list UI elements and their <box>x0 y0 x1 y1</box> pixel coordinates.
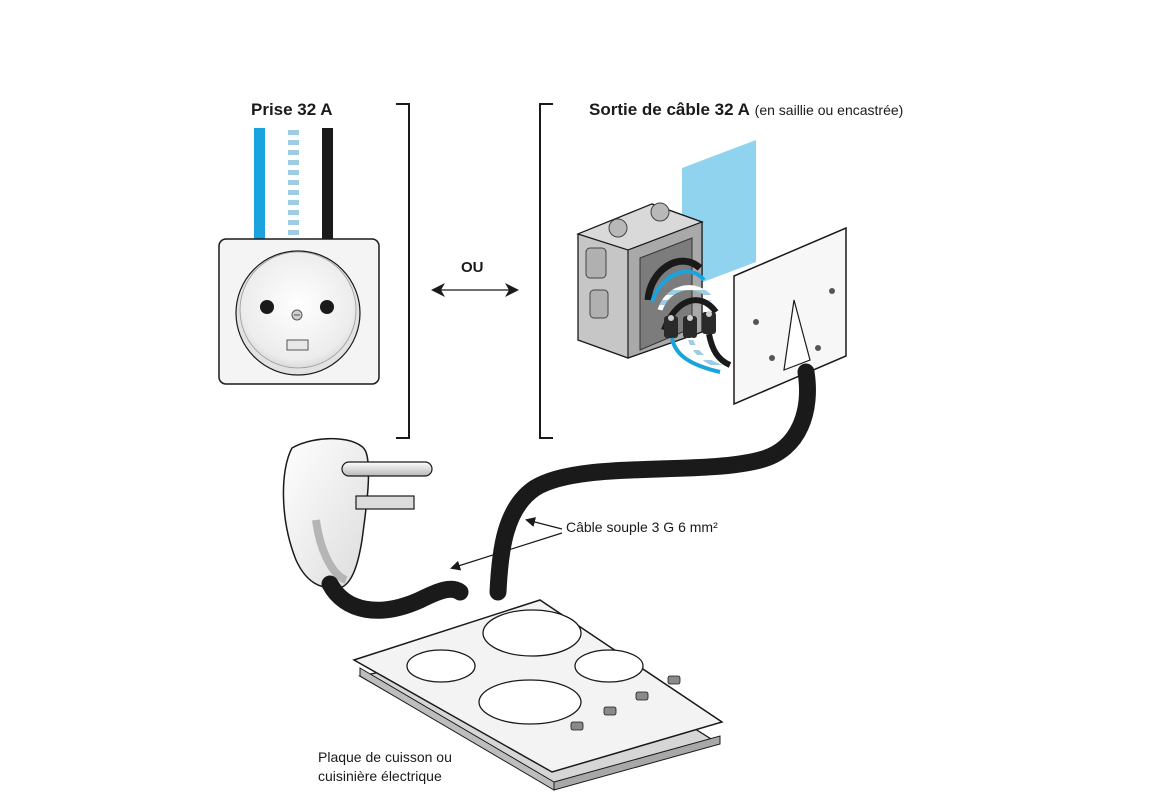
burner-small-left <box>406 649 476 683</box>
striped-wire <box>288 128 299 243</box>
or-arrow <box>431 283 519 297</box>
socket-group <box>218 128 380 385</box>
cable-outlet-title-main: Sortie de câble 32 A <box>589 100 750 119</box>
hob-label-line2: cuisinière électrique <box>318 768 442 784</box>
cable-outlet-group <box>576 140 847 406</box>
socket-icon <box>235 250 361 376</box>
cable-arrow-1 <box>525 517 563 530</box>
cable-outlet-to-hob <box>489 363 816 601</box>
terminal-block <box>664 311 716 338</box>
cable-label: Câble souple 3 G 6 mm² <box>566 519 718 535</box>
cable-outlet-subtitle: (en saillie ou encastrée) <box>754 102 904 118</box>
hob-label-line1: Plaque de cuisson ou <box>318 749 452 765</box>
burner-large-back <box>482 609 582 657</box>
cable-outlet-title: Sortie de câble 32 A (en saillie ou enca… <box>589 100 903 120</box>
socket-title: Prise 32 A <box>251 100 333 119</box>
blue-wire <box>254 128 265 243</box>
right-bracket <box>539 103 553 439</box>
cooktop-icon <box>352 599 724 791</box>
cover-plate-icon <box>733 226 847 406</box>
or-label: OU <box>461 259 484 276</box>
hob-label: Plaque de cuisson ou cuisinière électriq… <box>318 748 518 786</box>
left-bracket <box>396 103 410 439</box>
burner-small-right <box>574 649 644 683</box>
black-wire <box>322 128 333 243</box>
burner-large-front <box>478 679 582 725</box>
cable-plug-to-hob <box>321 575 469 619</box>
plug-icon <box>282 438 433 590</box>
cable-arrow-2 <box>450 532 563 571</box>
